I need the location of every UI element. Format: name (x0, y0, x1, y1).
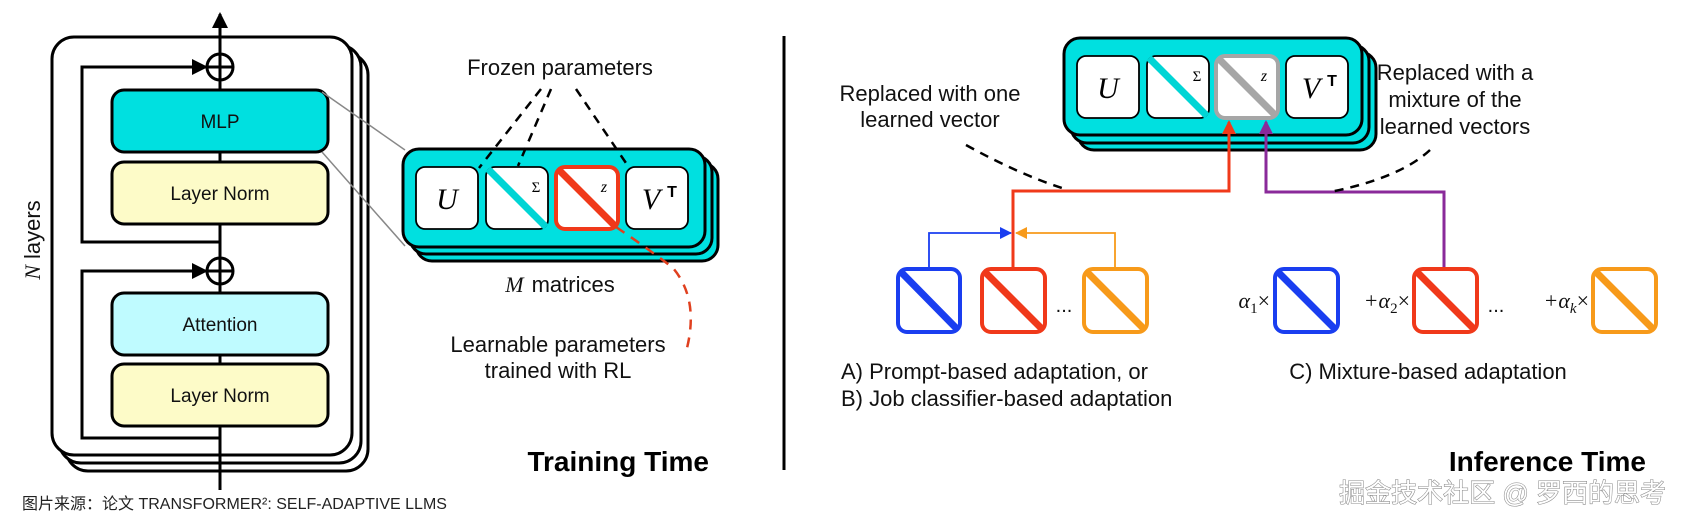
replaced-one-line2: learned vector (860, 107, 999, 132)
svg-text:z: z (600, 179, 608, 196)
layer-norm-bottom-label: Layer Norm (170, 386, 269, 407)
caption-prompt-based: A) Prompt-based adaptation, or (841, 359, 1148, 384)
inf-matrix-z-replaced: z (1214, 54, 1280, 120)
vector-group-mixture: α1× +α2× ... +αk× (1239, 267, 1658, 334)
replaced-one-dashed-pointer (965, 143, 1069, 192)
alpha-2-term: +α2× (1364, 288, 1410, 317)
caption-job-classifier: B) Job classifier-based adaptation (841, 386, 1172, 411)
caption-mixture-based: C) Mixture-based adaptation (1289, 359, 1567, 384)
frozen-dashes (478, 88, 630, 169)
layer-norm-top-label: Layer Norm (170, 184, 269, 205)
alpha-k-term: +αk× (1544, 288, 1590, 317)
attention-block: Attention (110, 291, 330, 357)
mlp-label: MLP (200, 112, 239, 133)
svg-text:Σ: Σ (532, 180, 541, 196)
inf-matrix-sigma: Σ (1146, 55, 1210, 119)
ellipsis-right: ... (1488, 295, 1505, 317)
matrix-u: U (415, 166, 479, 230)
replaced-one-line1: Replaced with one (839, 81, 1020, 106)
replaced-mix-line1: Replaced with a (1377, 60, 1534, 85)
zoom-connector-bottom (321, 151, 406, 247)
svg-text:Nlayers: Nlayers (20, 200, 45, 280)
alpha-1-term: α1× (1239, 288, 1270, 317)
purple-mixture-arrow (1259, 120, 1446, 268)
matrix-sigma: Σ (485, 166, 549, 230)
mlp-block: MLP (110, 88, 330, 154)
inf-matrix-u: U (1076, 55, 1140, 119)
vector-orange (1082, 267, 1149, 334)
svg-text:T: T (667, 184, 677, 201)
matrix-z-learnable: z (554, 165, 620, 231)
svg-text:z: z (1260, 68, 1268, 85)
red-adaptation-arrow (1011, 120, 1236, 268)
svg-text:Σ: Σ (1193, 69, 1202, 85)
zoom-connector-top (321, 91, 406, 151)
ellipsis-left: ... (1056, 295, 1073, 317)
orange-select-arrow (1015, 227, 1116, 268)
replaced-mix-line2: mixture of the (1388, 87, 1521, 112)
transformer-layer-stack: MLP Layer Norm Attention Layer Norm Nlay… (20, 12, 370, 490)
mix-vector-red (1412, 267, 1479, 334)
replaced-mix-line3: learned vectors (1380, 114, 1530, 139)
svg-text:V: V (1302, 72, 1324, 105)
vector-red (980, 267, 1047, 334)
svg-text:T: T (1327, 73, 1337, 90)
learnable-label-line2: trained with RL (485, 358, 632, 383)
training-matrix-stack: U Σ z V T (401, 147, 720, 263)
svg-text:U: U (436, 183, 460, 216)
layer-norm-bottom-block: Layer Norm (110, 362, 330, 428)
training-time-title: Training Time (527, 446, 709, 477)
layer-norm-top-block: Layer Norm (110, 160, 330, 226)
n-layers-label: Nlayers (20, 200, 45, 280)
blue-select-arrow (928, 227, 1012, 268)
add-icon-top (205, 52, 235, 82)
skip-connection-bottom (80, 263, 220, 440)
add-icon-bottom (205, 256, 235, 286)
skip-connection-top (80, 59, 220, 244)
attention-label: Attention (183, 315, 258, 336)
inference-time-title: Inference Time (1449, 446, 1646, 477)
inf-matrix-v-transpose: V T (1285, 55, 1349, 119)
replaced-mix-dashed-pointer (1329, 149, 1431, 194)
mix-vector-orange (1591, 267, 1658, 334)
svg-text:U: U (1097, 72, 1121, 105)
image-source-caption: 图片来源：论文 TRANSFORMER²: SELF-ADAPTIVE LLMS (22, 495, 447, 513)
inference-matrix-stack: U Σ z V T (1062, 36, 1378, 152)
mix-vector-blue (1273, 267, 1340, 334)
learnable-dashed-pointer (615, 225, 692, 353)
vector-group-selection: ... (896, 267, 1149, 334)
watermark: 掘金技术社区 @ 罗西的思考 (1339, 478, 1666, 508)
matrix-v-transpose: V T (625, 166, 689, 230)
frozen-parameters-label: Frozen parameters (467, 55, 653, 80)
vector-blue (896, 267, 962, 334)
svg-text:V: V (642, 183, 664, 216)
learnable-label-line1: Learnable parameters (450, 332, 665, 357)
